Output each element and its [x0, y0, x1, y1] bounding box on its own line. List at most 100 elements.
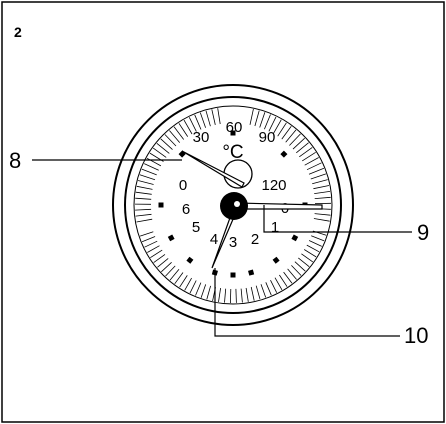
dial-tick [205, 110, 211, 127]
dial-tick [135, 208, 152, 211]
unit-label: °C [222, 142, 243, 163]
dial-tick [183, 119, 193, 135]
dial-tick [259, 112, 266, 128]
dial-tick [206, 285, 211, 300]
temp-label-120: 120 [261, 177, 286, 194]
dial-tick [135, 213, 152, 217]
pressure-label-4: 4 [210, 231, 218, 248]
dial-tick [139, 174, 156, 181]
dial-tick [156, 142, 170, 154]
temperature-pointer [181, 150, 245, 188]
dial-tick [255, 285, 261, 300]
dial-tick [165, 265, 176, 277]
dial-tick [188, 117, 197, 132]
dial-tick [152, 147, 167, 158]
dial-tick [184, 277, 192, 291]
dial-tick [136, 185, 153, 190]
dial-tick [217, 108, 221, 125]
dial-tick [304, 157, 319, 166]
pressure-label-2: 2 [251, 231, 259, 248]
scale-marker [248, 269, 255, 276]
scale-marker [280, 150, 288, 158]
dial-tick [277, 122, 287, 137]
dial-tick [146, 157, 162, 167]
callout-10-leader [214, 268, 400, 337]
dial-tick [301, 151, 316, 162]
scale-marker [186, 256, 194, 264]
dial-tick [281, 125, 292, 140]
dial-tick [254, 110, 260, 127]
dial-tick [200, 284, 207, 298]
dial-tick [287, 268, 297, 280]
dial-tick [169, 130, 181, 143]
dial-tick [218, 288, 221, 302]
dial-tick [157, 258, 169, 268]
dial-tick [135, 191, 152, 195]
dial-tick [279, 274, 288, 287]
dial-tick [283, 271, 293, 284]
scale-marker [230, 130, 236, 136]
dial-tick [265, 282, 272, 296]
dial-tick [301, 253, 314, 263]
dial-tick [136, 218, 153, 223]
dial-tick [144, 240, 158, 248]
callout-8-label: 8 [9, 148, 21, 173]
dial-tick [164, 134, 177, 147]
dial-tick [308, 167, 325, 175]
dial-tick [303, 249, 317, 258]
dial-tick [294, 261, 306, 272]
dial-tick [260, 284, 267, 298]
callout-9-label: 9 [417, 220, 429, 245]
dial-tick [161, 262, 172, 273]
dial-tick [144, 163, 159, 171]
dial-tick [141, 236, 156, 243]
dial-tick [179, 275, 188, 288]
dial-tick [306, 244, 320, 253]
dial-tick [224, 288, 227, 303]
dial-tick [245, 287, 249, 302]
dial-tick [141, 168, 157, 176]
pressure-pointer-hub [220, 192, 248, 220]
pressure-pointer-hub-highlight [234, 201, 240, 207]
dial-tick [189, 280, 197, 294]
dial-tick [235, 288, 237, 303]
dial-tick [174, 272, 184, 285]
dial-tick [310, 173, 327, 180]
dial-tick [240, 288, 243, 303]
dial-tick [169, 269, 180, 281]
gauge-bezel-outer [112, 84, 354, 326]
dial-tick [292, 137, 305, 150]
dial-tick [139, 231, 154, 237]
scale-marker [167, 234, 175, 242]
temp-label-60: 60 [226, 119, 243, 136]
dial-tick [268, 116, 277, 132]
scale-marker [272, 256, 280, 264]
dial-tick [273, 119, 282, 134]
dial-tick [135, 197, 152, 200]
dial-tick [306, 162, 322, 171]
dial-tick [160, 138, 173, 150]
dial-tick [153, 254, 166, 263]
pressure-scale-ticks [139, 230, 327, 304]
temp-label-0: 0 [179, 177, 187, 194]
dial-tick [270, 280, 278, 293]
callout-10-label: 10 [404, 323, 428, 348]
dial-tick [313, 185, 330, 190]
pressure-label-6: 6 [182, 201, 190, 218]
dial-tick [314, 213, 331, 216]
dial-tick [250, 286, 255, 301]
dial-tick [195, 282, 202, 296]
temp-label-30: 30 [193, 129, 210, 146]
temp-label-90: 90 [259, 129, 276, 146]
callout-9-leader [263, 205, 412, 233]
dial-tick [194, 114, 202, 130]
temperature-scale-ticks [134, 108, 332, 223]
dial-tick [313, 218, 330, 222]
dial-tick [147, 245, 160, 253]
dial-tick [211, 109, 216, 125]
dial-tick [285, 129, 297, 143]
dial-tick [150, 249, 163, 259]
